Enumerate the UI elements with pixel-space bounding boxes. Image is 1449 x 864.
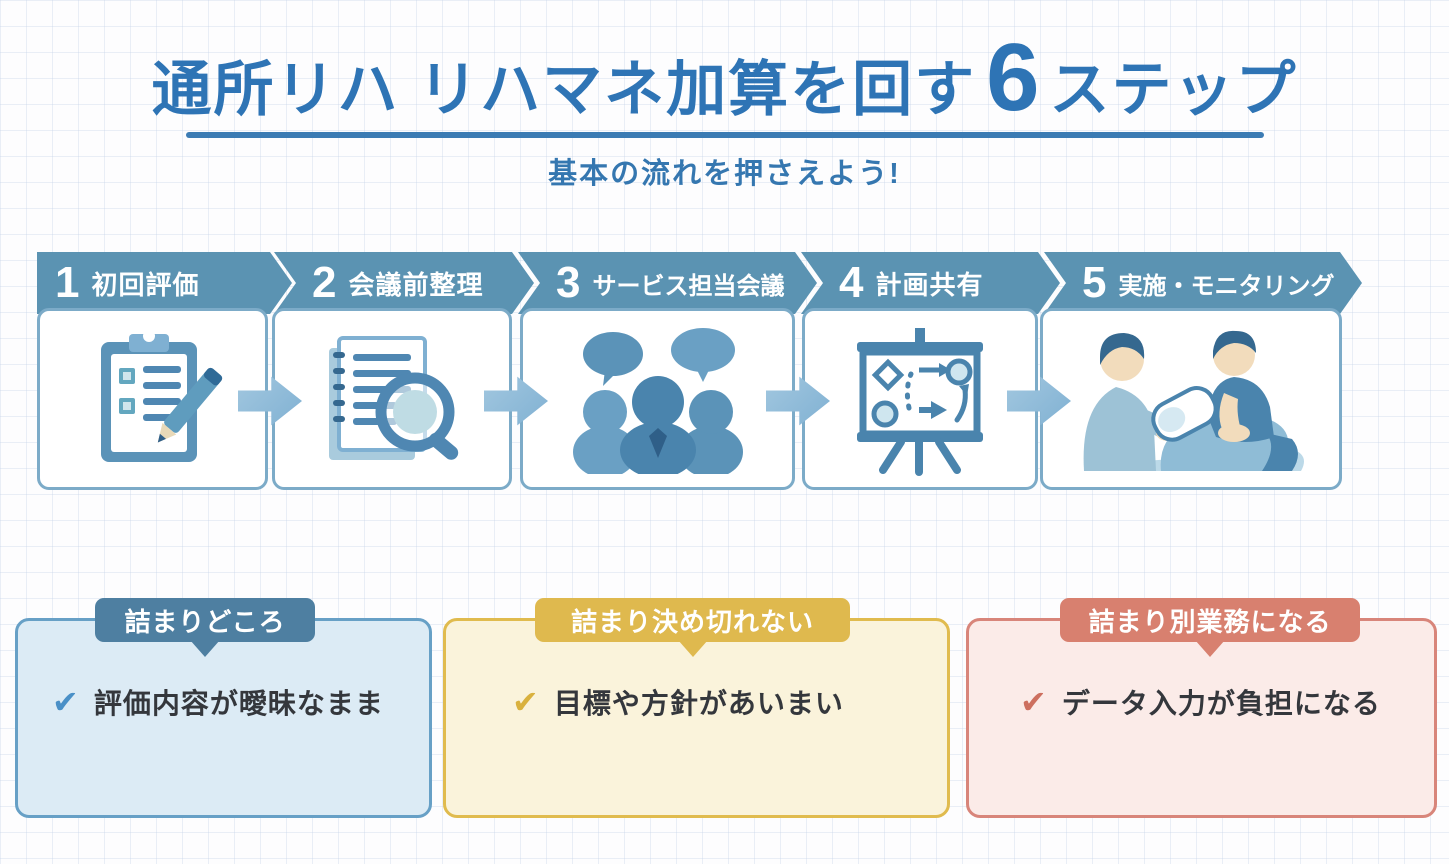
step-banner-4: 4 計画共有 [801,252,1060,314]
title-main-text: 通所リハ リハマネ加算を回す [151,56,977,123]
people-discussion-icon [572,328,743,474]
patient-figure [1208,330,1274,442]
title-tail-text: ステップ [1049,56,1298,123]
callout-badge-yellow: 詰まり決め切れない [535,598,850,642]
callout-item: ✔ データ入力が負担になる [1020,682,1381,722]
badge-pointer [190,640,220,657]
step-box-5 [1040,308,1342,490]
step-box-4 [802,308,1038,490]
documents-magnifier-icon [329,336,459,460]
step-label: 計画共有 [875,269,984,300]
cushion [1151,386,1218,442]
step-label: サービス担当会議 [592,272,785,300]
badge-pointer [678,640,708,657]
clipboard-checklist-pen-icon [100,330,222,462]
step-number: 4 [839,258,864,307]
callout-item: ✔ 目標や方針があいまい [512,682,844,722]
callout-text: 目標や方針があいまい [553,688,844,719]
title-big-number: 6 [986,24,1040,131]
badge-pointer [1195,640,1225,657]
step-banner-3: 3 サービス担当会議 [518,252,817,314]
step-number: 1 [55,258,80,307]
title-underline [186,132,1264,138]
step-box-2 [272,308,512,490]
step-number: 3 [556,258,581,307]
callout-badge-blue: 詰まりどころ [95,598,315,642]
step-number: 2 [312,258,337,307]
step-box-3 [520,308,795,490]
callout-text: 評価内容が曖昧なまま [93,688,384,719]
check-icon: ✔ [512,684,540,720]
callout-item: ✔ 評価内容が曖昧なまま [52,682,384,722]
step-label: 実施・モニタリング [1118,272,1335,300]
step-banner-5: 5 実施・モニタリング [1044,252,1362,314]
step-label: 会議前整理 [348,269,484,300]
check-icon: ✔ [52,684,80,720]
subtitle: 基本の流れを押さえよう! [548,158,901,190]
step-box-1 [37,308,268,490]
step-number: 5 [1082,258,1107,307]
callout-badge-red: 詰まり別業務になる [1060,598,1360,642]
callout-text: データ入力が負担になる [1061,688,1381,719]
therapist-figure [1083,333,1180,471]
step-banner-1: 1 初回評価 [37,252,292,314]
strategy-board-icon [857,327,983,476]
step-banner-2: 2 会議前整理 [274,252,534,314]
page-title: 通所リハ リハマネ加算を回す 6 ステップ [0,30,1449,128]
check-icon: ✔ [1020,684,1048,720]
step-label: 初回評価 [91,269,200,300]
callout-card-blue [15,618,432,818]
rehab-session-icon [1083,330,1304,471]
